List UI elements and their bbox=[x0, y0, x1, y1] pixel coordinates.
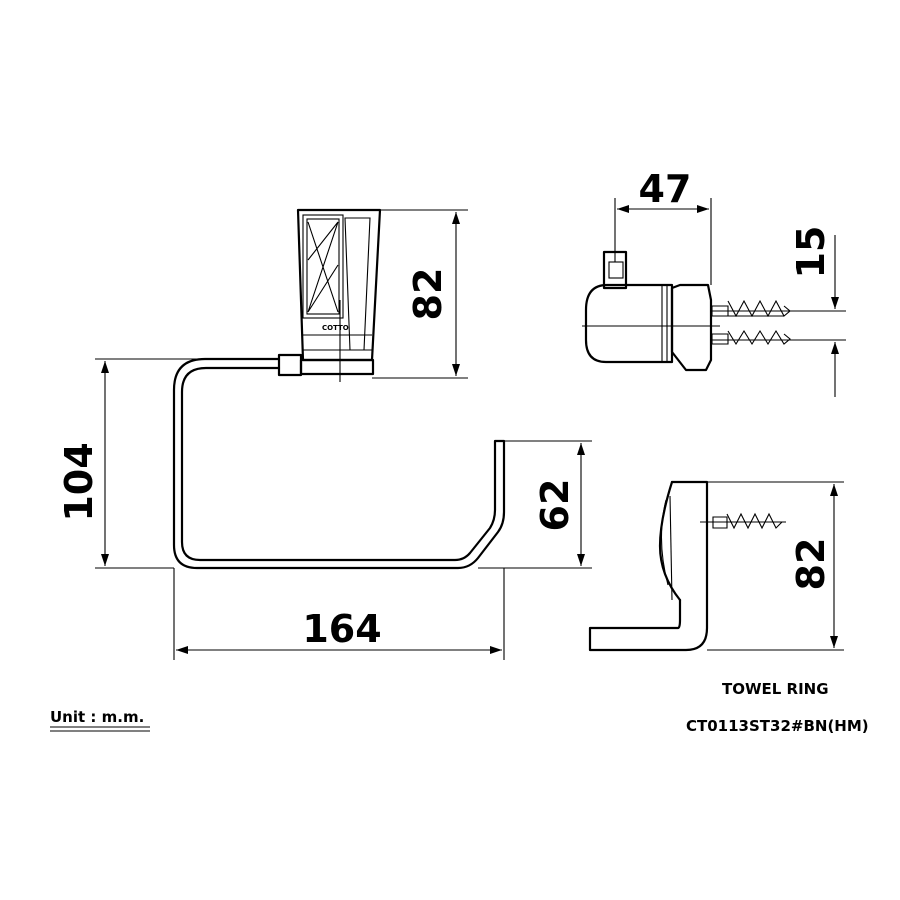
side-view: 82 bbox=[588, 480, 844, 652]
dim-62: 62 bbox=[533, 479, 577, 532]
logo-text: COTTO bbox=[322, 324, 349, 332]
dim-screw-spacing: 15 bbox=[712, 226, 846, 397]
dim-bracket-height: 82 bbox=[372, 209, 468, 379]
dim-ring-right-height: 62 bbox=[478, 440, 592, 569]
dim-15: 15 bbox=[789, 226, 833, 279]
unit-label: Unit : m.m. bbox=[50, 708, 144, 726]
side-view-screw bbox=[700, 512, 786, 530]
dim-104: 104 bbox=[57, 442, 101, 521]
notes: Unit : m.m. TOWEL RING CT0113ST32#BN(HM) bbox=[50, 680, 869, 735]
dim-side-depth: 47 bbox=[614, 167, 712, 285]
dim-82-front: 82 bbox=[406, 268, 450, 321]
towel-ring-outer bbox=[172, 357, 506, 570]
product-name: TOWEL RING bbox=[722, 680, 829, 698]
dim-164: 164 bbox=[302, 607, 381, 651]
front-view: COTTO 82 104 62 bbox=[57, 208, 592, 660]
top-view: 47 15 bbox=[582, 167, 846, 397]
dim-overall-width: 164 bbox=[173, 568, 505, 660]
dim-82-side: 82 bbox=[789, 538, 833, 591]
dim-side-height: 82 bbox=[707, 481, 844, 651]
dim-47: 47 bbox=[639, 167, 692, 211]
dim-overall-height: 104 bbox=[57, 358, 279, 569]
top-view-screws bbox=[711, 299, 791, 346]
product-code: CT0113ST32#BN(HM) bbox=[686, 717, 869, 735]
front-bracket: COTTO bbox=[277, 208, 382, 382]
